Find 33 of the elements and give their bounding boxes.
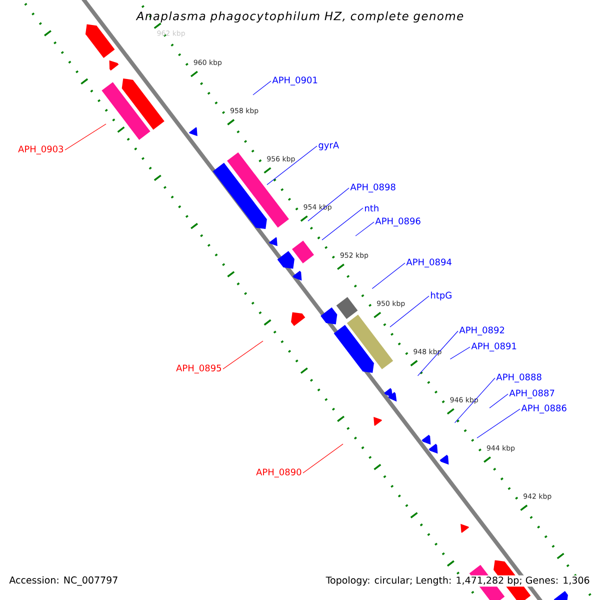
accession-text: Accession: NC_007797 [9, 576, 118, 586]
leader-line [390, 296, 430, 328]
gene-label: APH_0901 [272, 76, 318, 86]
leader-line [308, 188, 350, 222]
leader-line [355, 222, 374, 236]
leader-line [476, 408, 520, 438]
leader-line [454, 378, 496, 424]
gene-label: APH_0903 [18, 146, 64, 154]
leader-line [266, 146, 318, 186]
gene-label: htpG [431, 292, 452, 300]
title: Anaplasma phagocytophilum HZ, complete genome [136, 11, 464, 23]
leader-line [222, 340, 264, 370]
gene-label: APH_0890 [256, 468, 302, 478]
leader-line [450, 346, 470, 360]
gene-label: APH_0898 [350, 184, 396, 192]
gene-label: APH_0894 [406, 258, 452, 268]
genome-info-text: Topology: circular; Length: 1,471,282 bp; Genes: 1,306 [324, 575, 591, 587]
gene-label: APH_0892 [459, 326, 504, 336]
gene-label: APH_0887 [509, 390, 554, 398]
gene-label: APH_0891 [471, 342, 516, 352]
gene-label: APH_0895 [176, 364, 221, 374]
gene-label: APH_0896 [375, 218, 420, 226]
leader-line [252, 80, 272, 96]
leader-line [302, 444, 344, 474]
leader-line [489, 394, 508, 408]
leader-line [372, 262, 406, 289]
gene-label: APH_0886 [521, 404, 566, 414]
gene-label: APH_0888 [496, 374, 542, 382]
gene-label: gyrA [318, 142, 340, 150]
leader-line [417, 330, 458, 376]
leader-line [64, 124, 106, 150]
leader-line [322, 208, 364, 240]
gene-label: nth [365, 204, 378, 212]
